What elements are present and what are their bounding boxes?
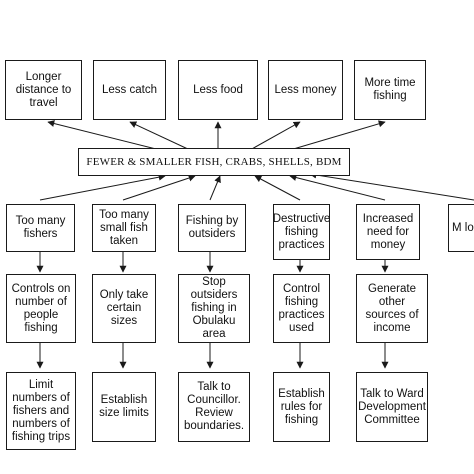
effect-box-less-food: Less food [178, 60, 258, 120]
action-box-size-limits: Establish size limits [92, 372, 156, 442]
arrow-cause-4-to-center [254, 175, 301, 201]
action-box-talk-ward-committee: Talk to Ward Development Committee [356, 372, 428, 442]
objective-box-stop-outsiders: Stop outsiders fishing in Obulaku area [178, 274, 250, 343]
effect-box-less-money: Less money [268, 60, 343, 120]
objective-box-certain-sizes: Only take certain sizes [92, 274, 156, 343]
cause-box-small-fish-taken: Too many small fish taken [92, 204, 156, 252]
action-box-rules-for-fishing: Establish rules for fishing [273, 372, 330, 442]
arrow-cause-5-to-center [289, 174, 386, 201]
arrow-cause-3-to-center [209, 175, 221, 201]
arrow-center-to-effect-1 [47, 120, 161, 151]
cause-box-truncated: M lon [448, 204, 474, 252]
arrow-cause-2-to-center [122, 174, 196, 201]
objective-box-control-number: Controls on number of people fishing [6, 274, 76, 343]
objective-box-control-practices: Control fishing practices used [273, 274, 330, 343]
cause-box-destructive-practices: Destructive fishing practices [273, 204, 330, 260]
arrow-cause-1-to-center [39, 173, 166, 201]
arrow-center-to-effect-5 [289, 120, 386, 151]
arrow-cause-6-to-center [309, 171, 474, 201]
effect-box-more-time-fishing: More time fishing [354, 60, 426, 120]
objective-box-other-income: Generate other sources of income [356, 274, 428, 343]
effect-box-less-catch: Less catch [93, 60, 166, 120]
action-box-talk-councillor: Talk to Councillor. Review boundaries. [178, 372, 250, 442]
cause-box-too-many-fishers: Too many fishers [6, 204, 75, 252]
effect-box-longer-distance: Longer distance to travel [5, 60, 82, 120]
cause-box-fishing-by-outsiders: Fishing by outsiders [178, 204, 246, 252]
arrow-center-to-effect-4 [249, 121, 301, 151]
arrow-center-to-effect-2 [129, 121, 191, 151]
action-box-limit-numbers: Limit numbers of fishers and numbers of … [6, 372, 76, 450]
cause-box-need-for-money: Increased need for money [356, 204, 420, 260]
core-problem-box: FEWER & SMALLER FISH, CRABS, SHELLS, BDM [78, 148, 350, 176]
